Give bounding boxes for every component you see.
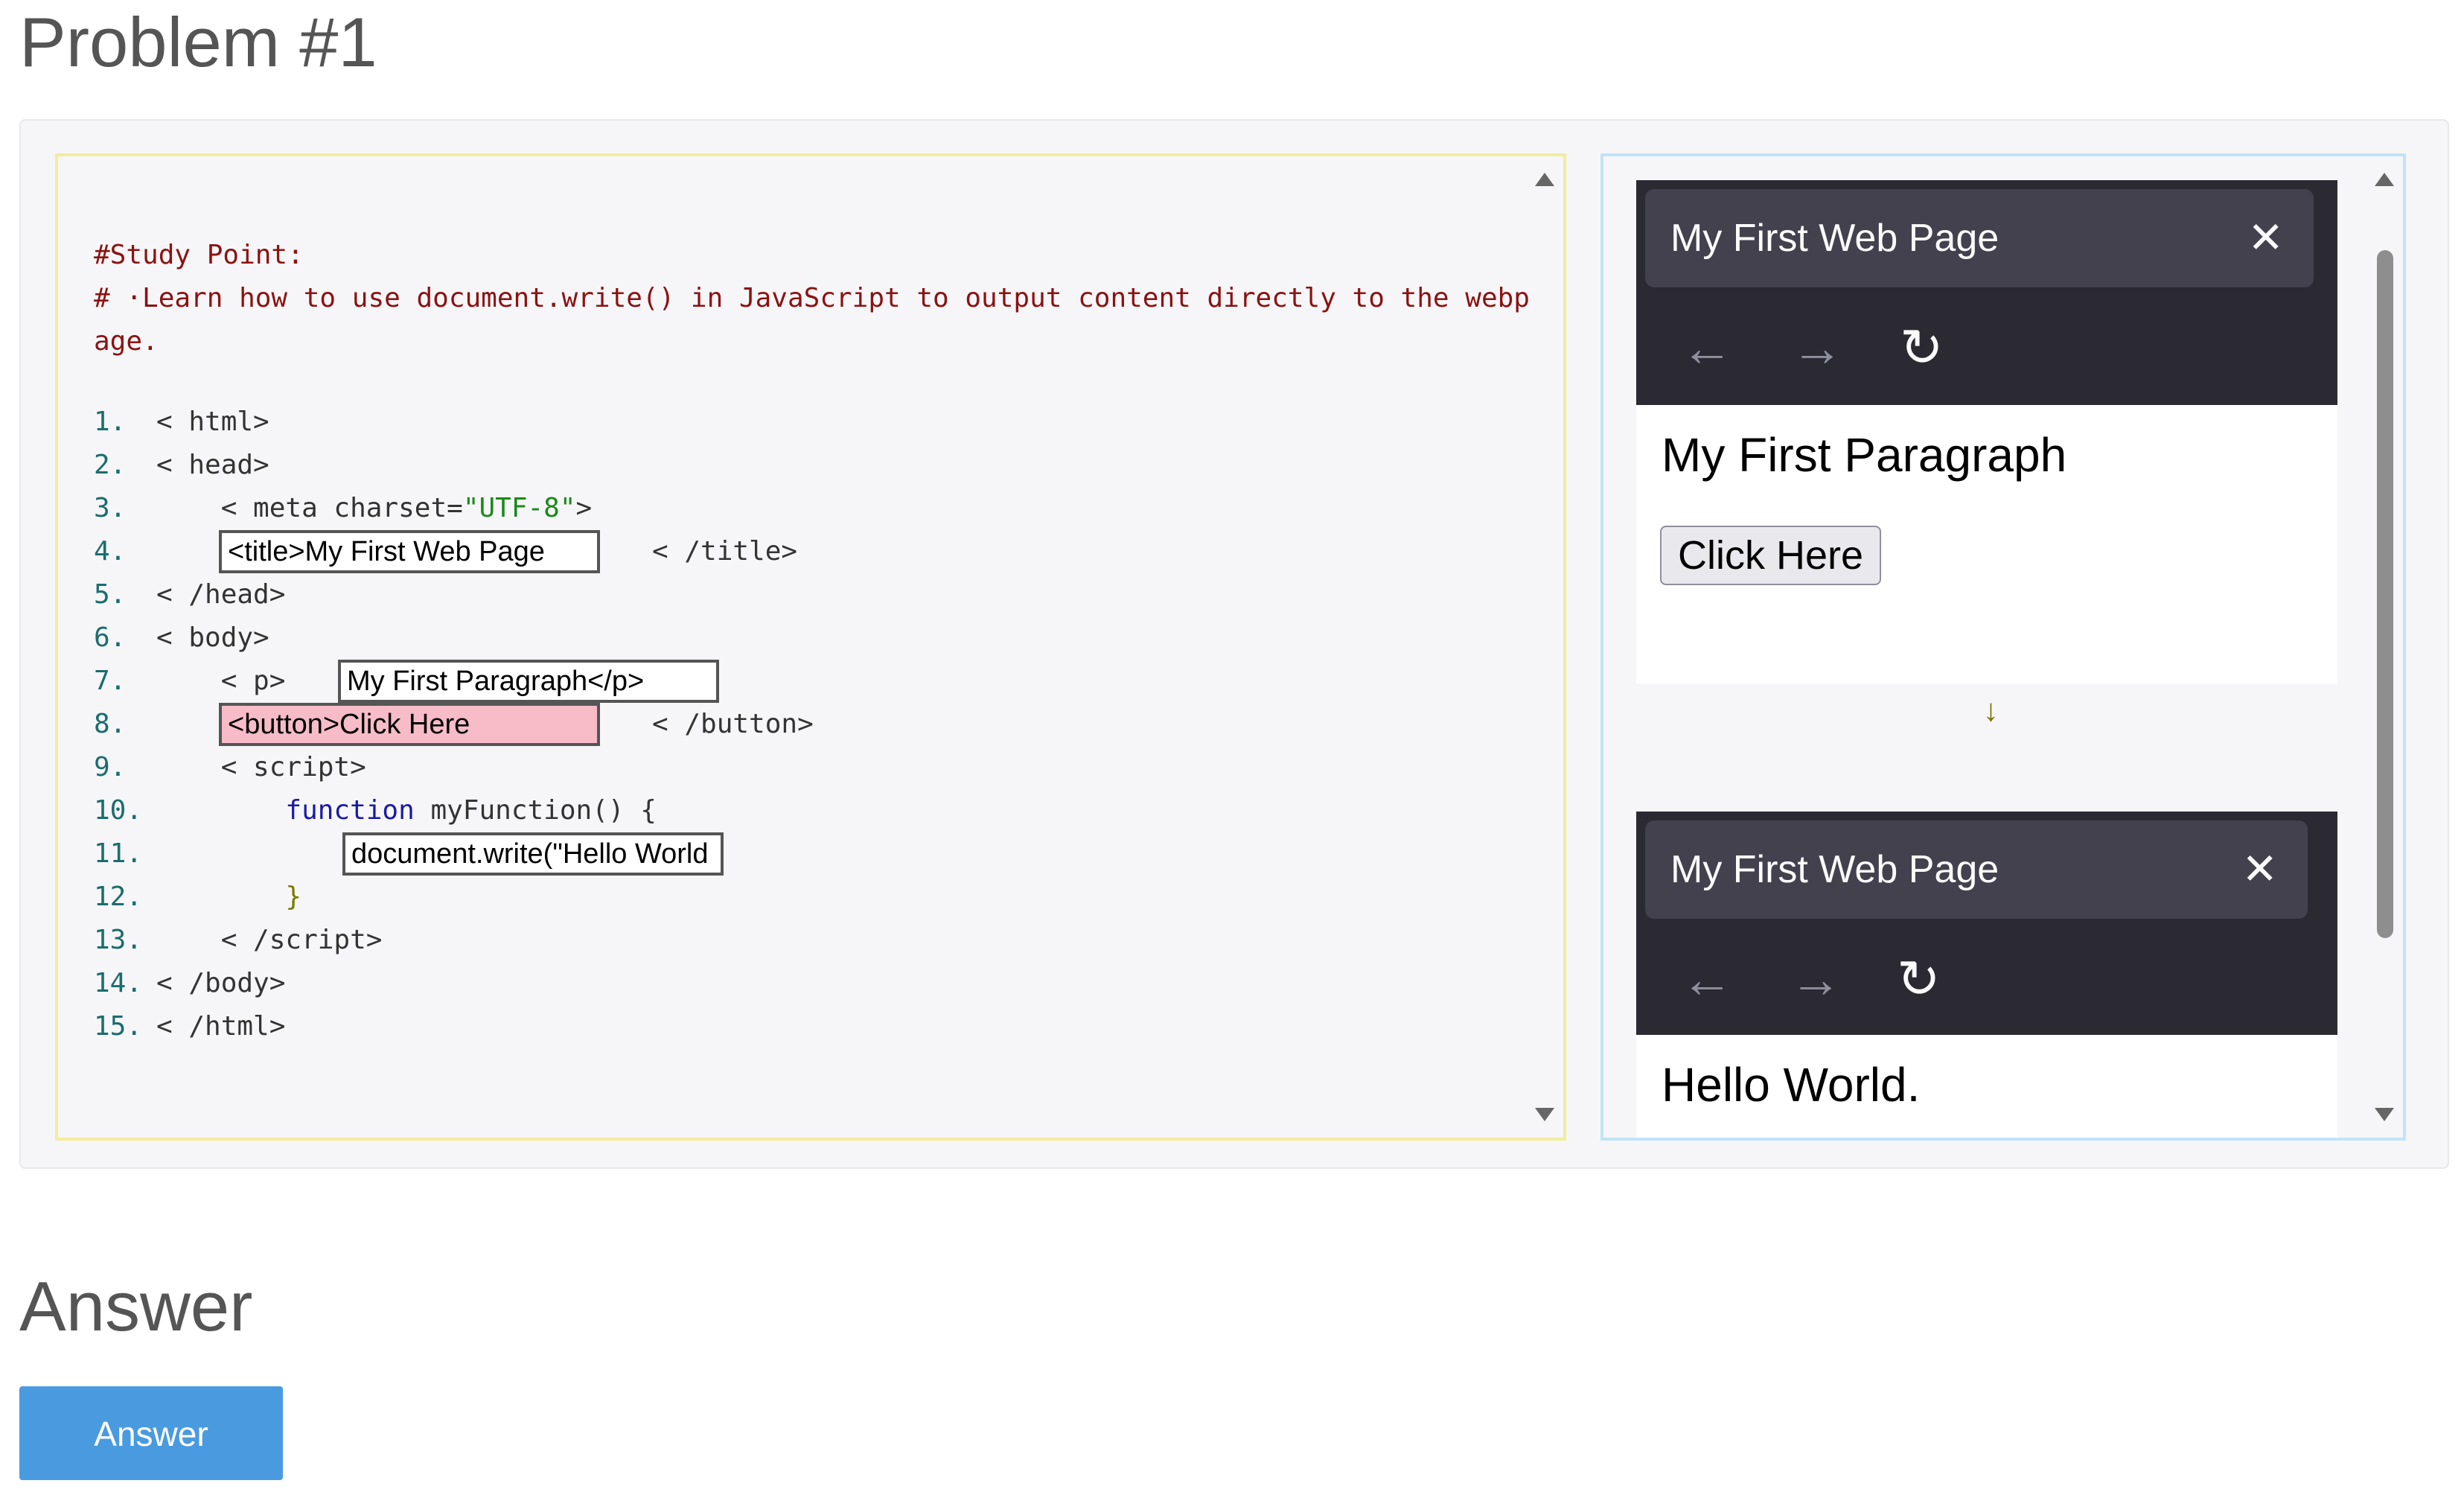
code-text: < meta charset= [156, 493, 463, 523]
code-text: < head> [156, 450, 269, 480]
tab-title: My First Web Page [1670, 848, 1999, 891]
back-arrow-icon[interactable]: ← [1681, 950, 1733, 1008]
line-number: 14. [94, 968, 143, 998]
line-number: 4. [94, 536, 127, 567]
browser-toolbar: My First Web Page ✕ ← → ↻ [1636, 180, 2337, 405]
browser-window-before: My First Web Page ✕ ← → ↻ My First Parag… [1636, 180, 2337, 683]
line-number: 5. [94, 579, 127, 610]
code-line: 10. function myFunction() { [94, 789, 1508, 832]
paragraph-text: My First Paragraph [1662, 428, 2067, 482]
click-here-button[interactable]: Click Here [1660, 526, 1882, 585]
line-number: 15. [94, 1011, 143, 1042]
line-number: 7. [94, 666, 127, 696]
code-line: 11. document.write("Hello World [94, 832, 1508, 876]
scroll-up-icon[interactable] [1535, 173, 1554, 186]
output-text: Hello World. [1662, 1058, 1921, 1112]
document-write-answer-blank[interactable]: document.write("Hello World [342, 832, 724, 876]
code-line: 5. < /head> [94, 573, 1508, 616]
browser-window-after: My First Web Page ✕ ← → ↻ Hello World. [1636, 812, 2337, 1138]
study-point-comment: #Study Point: [94, 240, 304, 270]
close-icon[interactable]: ✕ [2247, 214, 2284, 262]
line-number: 3. [94, 493, 127, 523]
line-number: 11. [94, 838, 143, 869]
code-text: < /title> [652, 536, 798, 567]
code-line: 9. < script> [94, 746, 1508, 789]
answer-heading: Answer [19, 1267, 253, 1345]
back-arrow-icon[interactable]: ← [1681, 319, 1733, 377]
code-line: 12. } [94, 876, 1508, 919]
code-text: < html> [156, 407, 269, 437]
page-title: Problem #1 [19, 3, 377, 81]
code-text: < /button> [652, 709, 814, 739]
study-point-comment: # ·Learn how to use document.write() in … [94, 283, 1530, 313]
code-editor[interactable]: #Study Point: # ·Learn how to use docume… [55, 153, 1566, 1141]
scroll-down-icon[interactable] [2375, 1108, 2394, 1121]
code-line: 7. < p> My First Paragraph</p> [94, 660, 1508, 703]
reload-icon[interactable]: ↻ [1897, 950, 1941, 1008]
paragraph-answer-blank[interactable]: My First Paragraph</p> [338, 660, 719, 703]
code-line: 14. < /body> [94, 962, 1508, 1005]
close-icon[interactable]: ✕ [2241, 845, 2278, 893]
line-number: 10. [94, 795, 143, 826]
code-text: < /body> [156, 968, 286, 998]
scrollbar-thumb[interactable] [2377, 250, 2393, 938]
code-text: > [575, 493, 593, 523]
tab-title: My First Web Page [1670, 217, 1999, 260]
code-text: < /html> [156, 1011, 286, 1042]
code-keyword: function [285, 795, 415, 826]
forward-arrow-icon[interactable]: → [1791, 319, 1843, 377]
code-text: < /script> [156, 925, 383, 955]
title-answer-blank[interactable]: <title>My First Web Page [219, 530, 600, 573]
study-point-comment: age. [94, 326, 159, 357]
code-text: } [156, 882, 302, 912]
code-content: #Study Point: # ·Learn how to use docume… [94, 234, 1530, 1048]
code-text: < script> [156, 752, 366, 782]
scroll-down-icon[interactable] [1535, 1108, 1554, 1121]
code-line: 8. < /button> <button>Click Here [94, 703, 1508, 746]
code-text: myFunction() { [414, 795, 657, 826]
code-text: < p> [156, 666, 286, 696]
line-number: 6. [94, 622, 127, 653]
button-answer-blank[interactable]: <button>Click Here [219, 703, 600, 746]
code-text: < body> [156, 622, 269, 653]
code-line: 2. < head> [94, 444, 1508, 487]
line-number: 12. [94, 882, 143, 912]
code-line: 15. < /html> [94, 1005, 1508, 1048]
browser-tab: My First Web Page ✕ [1645, 189, 2314, 287]
down-arrow-icon: ↓ [1983, 692, 1999, 727]
scroll-up-icon[interactable] [2375, 173, 2394, 186]
editor-scrollbar[interactable] [1528, 156, 1560, 1138]
reload-icon[interactable]: ↻ [1900, 319, 1944, 377]
line-number: 2. [94, 450, 127, 480]
forward-arrow-icon[interactable]: → [1790, 950, 1842, 1008]
line-number: 1. [94, 407, 127, 437]
preview-pane: My First Web Page ✕ ← → ↻ My First Parag… [1600, 153, 2406, 1141]
code-line: 6. < body> [94, 616, 1508, 660]
code-line: 3. < meta charset="UTF-8"> [94, 487, 1508, 530]
line-number: 8. [94, 709, 127, 739]
browser-tab: My First Web Page ✕ [1645, 820, 2308, 919]
preview-scrollbar[interactable] [2367, 156, 2400, 1138]
code-line: 4. < /title> <title>My First Web Page [94, 530, 1508, 573]
line-number: 9. [94, 752, 127, 782]
answer-button[interactable]: Answer [19, 1386, 283, 1480]
code-line: 13. < /script> [94, 919, 1508, 962]
code-text: < /head> [156, 579, 286, 610]
browser-toolbar: My First Web Page ✕ ← → ↻ [1636, 812, 2337, 1035]
line-number: 13. [94, 925, 143, 955]
code-string: "UTF-8" [462, 493, 576, 523]
code-line: 1. < html> [94, 401, 1508, 444]
